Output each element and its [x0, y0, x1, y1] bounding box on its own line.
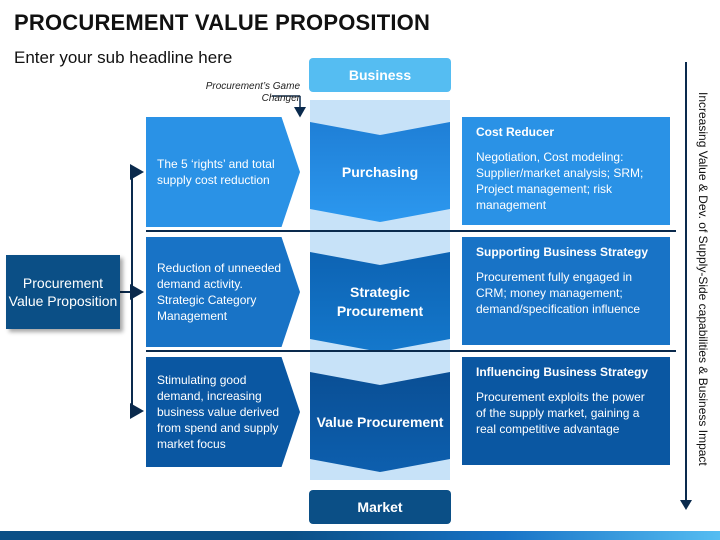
impact-label-text: Increasing Value & Dev. of Supply-Side c… [696, 92, 710, 466]
impact-label: Increasing Value & Dev. of Supply-Side c… [694, 92, 714, 492]
market-label: Market [309, 490, 451, 524]
left-item-3: Stimulating good demand, increasing busi… [146, 357, 300, 467]
right-item-title: Supporting Business Strategy [476, 245, 649, 259]
arrow-shape [146, 117, 300, 227]
root-procurement-value-proposition: Procurement Value Proposition [6, 255, 120, 329]
right-item-body: Procurement exploits the power of the su… [476, 390, 645, 436]
right-item-title: Cost Reducer [476, 125, 555, 139]
left-item-text: Reduction of unneeded demand activity. S… [157, 261, 282, 323]
row-divider [146, 230, 676, 232]
left-item-2: Reduction of unneeded demand activity. S… [146, 237, 300, 347]
right-item-body: Procurement fully engaged in CRM; money … [476, 270, 641, 316]
row-divider [146, 350, 676, 352]
page-title: PROCUREMENT VALUE PROPOSITION [14, 10, 431, 35]
left-item-text: Stimulating good demand, increasing busi… [157, 373, 280, 451]
game-changer-note: Procurement’s Game Changer [205, 81, 300, 104]
page-subtitle: Enter your sub headline here [14, 48, 233, 67]
right-item-body: Negotiation, Cost modeling: Supplier/mar… [476, 150, 644, 212]
impact-arrow-line [685, 62, 687, 502]
business-label: Business [309, 58, 451, 92]
right-item-cost-reducer: Cost Reducer Negotiation, Cost modeling:… [462, 117, 670, 225]
left-item-text: The 5 ‘rights’ and total supply cost red… [157, 157, 275, 187]
band-value-procurement: Value Procurement [310, 372, 450, 472]
arrow-shape [146, 237, 300, 347]
band-strategic-procurement: Strategic Procurement [310, 252, 450, 352]
left-item-1: The 5 ‘rights’ and total supply cost red… [146, 117, 300, 227]
right-item-supporting-strategy: Supporting Business Strategy Procurement… [462, 237, 670, 345]
footer-gradient-bar [0, 531, 720, 540]
band-purchasing: Purchasing [310, 122, 450, 222]
right-item-title: Influencing Business Strategy [476, 365, 649, 379]
arrow-shape [146, 357, 300, 467]
right-item-influencing-strategy: Influencing Business Strategy Procuremen… [462, 357, 670, 465]
arrow-down-icon [680, 500, 692, 510]
